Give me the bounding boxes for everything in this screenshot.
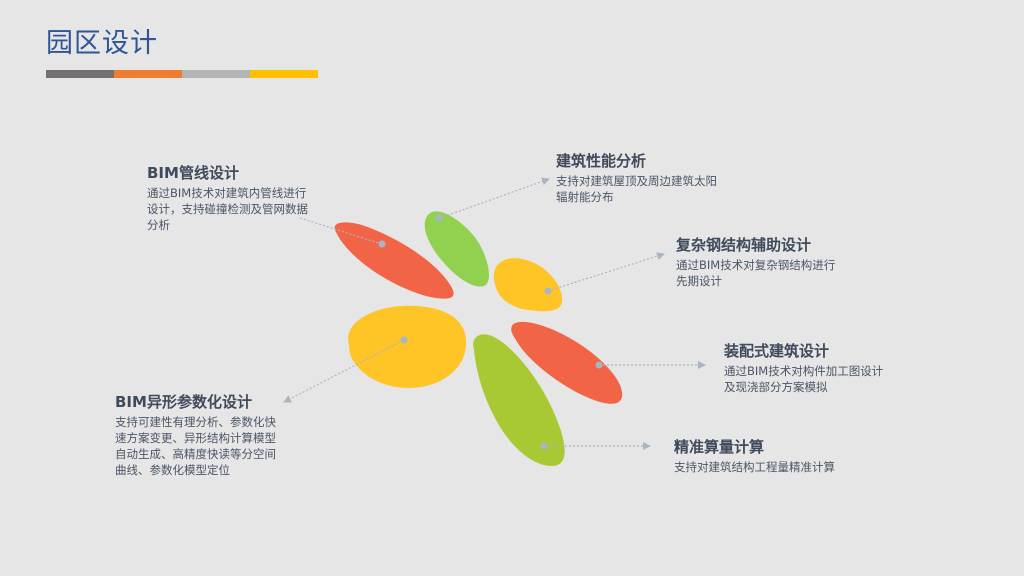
bar-segment-orange (114, 70, 182, 78)
anchor-dot (435, 214, 443, 222)
title-underline-bar (46, 70, 318, 78)
item-precise-quantity: 精准算量计算 支持对建筑结构工程量精准计算 (674, 437, 835, 475)
anchor-dot (595, 361, 603, 369)
item-title: 复杂钢结构辅助设计 (676, 236, 812, 254)
petal-red-top-left (334, 222, 454, 299)
item-description: 支持对建筑结构工程量精准计算 (674, 460, 835, 474)
item-bim-pipeline: BIM管线设计 通过BIM技术对建筑内管线进行 设计，支持碰撞检测及管网数据 分… (147, 163, 308, 233)
item-title: BIM管线设计 (147, 164, 239, 182)
petal-red-right (511, 321, 623, 404)
item-description: 支持可建性有理分析、参数化快 速方案变更、异形结构计算模型 自动生成、高精度快读… (115, 415, 276, 477)
connector-bim-parametric (283, 339, 405, 403)
petal-yellow-large (348, 305, 467, 388)
anchor-dot (540, 442, 548, 450)
item-complex-steel: 复杂钢结构辅助设计 通过BIM技术对复杂钢结构进行 先期设计 (676, 235, 835, 289)
bar-segment-yellow (250, 70, 318, 78)
item-description: 通过BIM技术对复杂钢结构进行 先期设计 (676, 258, 836, 288)
item-title: BIM异形参数化设计 (115, 393, 252, 411)
item-description: 通过BIM技术对构件加工图设计 及现浇部分方案模拟 (724, 364, 884, 394)
item-title: 装配式建筑设计 (724, 342, 830, 360)
petal-yellow-small (493, 258, 563, 312)
page-title: 园区设计 (46, 28, 158, 59)
item-prefab-building: 装配式建筑设计 通过BIM技术对构件加工图设计 及现浇部分方案模拟 (724, 341, 883, 395)
item-description: 支持对建筑屋顶及周边建筑太阳 辐射能分布 (556, 174, 717, 204)
petal-green-top (424, 211, 489, 287)
petal-olive-bottom (473, 334, 565, 466)
connector-building-performance (439, 177, 550, 219)
item-building-performance: 建筑性能分析 支持对建筑屋顶及周边建筑太阳 辐射能分布 (556, 151, 717, 205)
anchor-dot (544, 287, 552, 295)
item-bim-parametric: BIM异形参数化设计 支持可建性有理分析、参数化快 速方案变更、异形结构计算模型… (115, 392, 276, 478)
anchor-dot (400, 336, 408, 344)
item-description: 通过BIM技术对建筑内管线进行 设计，支持碰撞检测及管网数据 分析 (147, 186, 308, 232)
item-title: 精准算量计算 (674, 438, 765, 456)
anchor-dot (378, 240, 386, 248)
item-title: 建筑性能分析 (556, 152, 647, 170)
connector-complex-steel (547, 252, 665, 292)
bar-segment-gray (46, 70, 114, 78)
bar-segment-lightgray (182, 70, 250, 78)
